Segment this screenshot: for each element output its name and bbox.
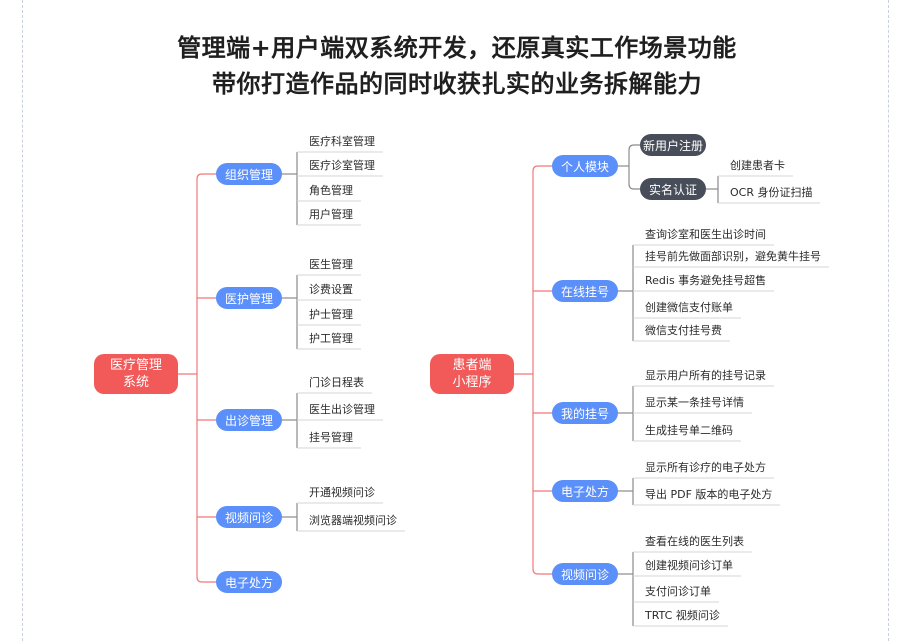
leaf-role-management: 角色管理 [309,184,353,197]
leaf-ocr-id-scan: OCR 身份证扫描 [730,186,813,199]
leaf-redis-transaction: Redis 事务避免挂号超售 [645,274,767,287]
personal-link-0 [628,144,640,151]
leaf-enable-video-consultation: 开通视频问诊 [309,486,375,499]
leaf-create-video-order: 创建视频问诊订单 [645,559,733,572]
leaf-trtc-video: TRTC 视频问诊 [645,609,720,622]
branch-online-registration[interactable]: 在线挂号 [552,280,618,302]
leaf-clinic-schedule: 门诊日程表 [309,376,364,389]
admin-root-link-4 [196,576,216,583]
admin-root-line-2: 系统 [122,375,149,390]
patient-root-link-4 [532,568,552,575]
leaf-wechat-pay-fee: 微信支付挂号费 [645,324,722,337]
branch-org-management[interactable]: 组织管理 [216,163,282,185]
frame-border-left [22,0,23,641]
leaf-fee-settings: 诊费设置 [309,283,353,296]
branch-medical-staff[interactable]: 医护管理 [216,287,282,309]
leaf-export-pdf-prescription: 导出 PDF 版本的电子处方 [645,488,773,501]
leaf-registration-qrcode: 生成挂号单二维码 [645,424,733,437]
admin-root-line-1: 医疗管理 [109,358,162,373]
branch-my-registrations[interactable]: 我的挂号 [552,402,618,424]
leaf-dept-management: 医疗科室管理 [309,135,375,148]
headline-line-2: 带你打造作品的同时收获扎实的业务拆解能力 [212,70,702,98]
leaf-all-prescriptions: 显示所有诊疗的电子处方 [645,461,766,474]
leaf-registration-management: 挂号管理 [309,431,353,444]
branch-e-prescription-patient[interactable]: 电子处方 [552,480,618,502]
patient-root-line-1: 患者端 [452,358,492,373]
personal-link-1 [628,183,640,190]
leaf-pay-consultation-order: 支付问诊订单 [645,585,711,598]
branch-e-prescription-admin[interactable]: 电子处方 [216,571,282,593]
admin-root-link-0 [196,173,216,180]
leaf-all-registration-records: 显示用户所有的挂号记录 [645,369,766,382]
leaf-caregiver-management: 护工管理 [309,332,353,345]
patient-root-line-2: 小程序 [452,375,492,390]
leaf-online-doctor-list: 查看在线的医生列表 [645,535,744,548]
branch-video-consultation-patient[interactable]: 视频问诊 [552,563,618,585]
admin-root-node[interactable]: 医疗管理 系统 [94,354,178,394]
branch-personal-module[interactable]: 个人模块 [552,155,618,177]
node-real-name-verification[interactable]: 实名认证 [640,178,706,200]
leaf-face-recognition: 挂号前先做面部识别，避免黄牛挂号 [645,250,821,263]
headline-line-1: 管理端+用户端双系统开发，还原真实工作场景功能 [177,34,737,62]
leaf-nurse-management: 护士管理 [309,308,353,321]
branch-outpatient[interactable]: 出诊管理 [216,409,282,431]
leaf-registration-detail: 显示某一条挂号详情 [645,396,744,409]
leaf-clinic-room-management: 医疗诊室管理 [309,159,375,172]
leaf-user-management: 用户管理 [309,208,353,221]
patient-root-node[interactable]: 患者端 小程序 [430,354,514,394]
leaf-doctor-management: 医生管理 [309,258,353,271]
leaf-browser-video-consultation: 浏览器端视频问诊 [309,514,397,527]
node-new-user-registration[interactable]: 新用户注册 [640,134,706,156]
branch-video-consultation-admin[interactable]: 视频问诊 [216,506,282,528]
leaf-create-wechat-bill: 创建微信支付账单 [645,301,733,314]
frame-border-right [888,0,889,641]
leaf-query-schedule: 查询诊室和医生出诊时间 [645,228,766,241]
leaf-create-patient-card: 创建患者卡 [730,159,785,172]
patient-root-link-0 [532,165,552,172]
leaf-doctor-visit-management: 医生出诊管理 [309,403,375,416]
